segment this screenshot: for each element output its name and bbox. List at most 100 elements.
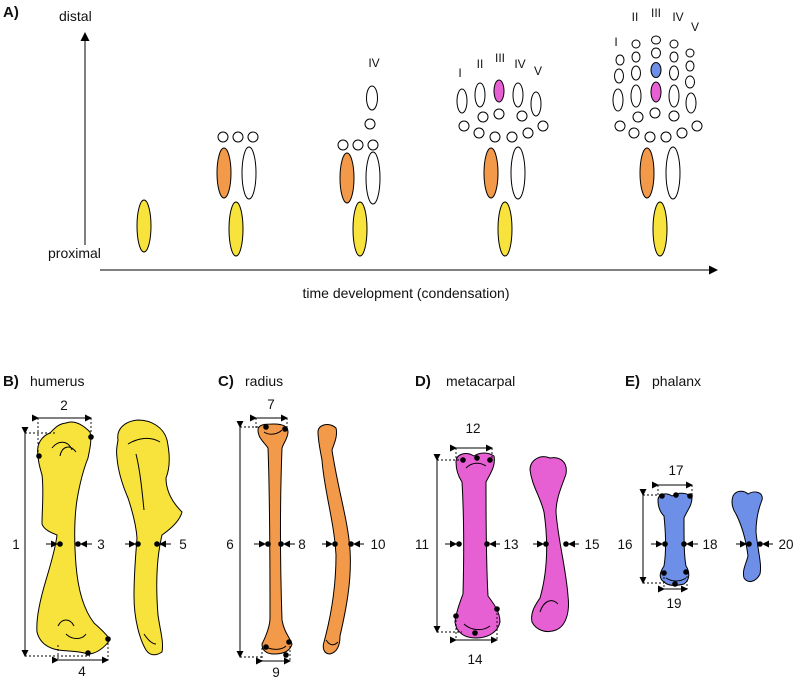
digit-ii-condensation — [474, 82, 486, 108]
panel-e-tag: E) — [625, 373, 640, 390]
panel-e: E) phalanx 16 17 18 20 19 — [617, 373, 793, 611]
measure-label-10: 10 — [370, 537, 385, 552]
phalanx-front-detail — [665, 577, 687, 582]
measure-label-8: 8 — [298, 537, 306, 552]
radius-condensation — [639, 147, 655, 199]
landmark-point — [687, 493, 693, 499]
humerus-condensation — [352, 201, 368, 257]
carpal-condensation — [644, 131, 656, 143]
panel-b: B) humerus 1 2 3 5 4 — [3, 373, 187, 679]
radius-condensation — [216, 147, 232, 199]
landmark-point — [332, 541, 338, 547]
digit-label: V — [534, 64, 542, 78]
landmark-point — [265, 541, 271, 547]
carpal-condensation — [367, 139, 379, 151]
measure-label-5: 5 — [179, 537, 187, 552]
measure-label-19: 19 — [666, 596, 681, 611]
landmark-point — [683, 569, 689, 575]
time-axis-label: time development (condensation) — [302, 285, 509, 301]
panel-b-title: humerus — [30, 373, 84, 389]
panel-d: D) metacarpal 11 12 13 15 14 — [415, 373, 600, 667]
carpal-condensation — [660, 131, 672, 143]
panel-a: A) distal proximal time development (con… — [3, 4, 718, 301]
digit-i-metacarpal — [612, 88, 624, 112]
digit-ii-phalanx — [631, 65, 641, 81]
landmark-point — [283, 652, 289, 658]
digit-label: III — [495, 51, 505, 65]
panel-e-title: phalanx — [652, 373, 701, 389]
landmark-point — [154, 541, 160, 547]
digit-label: V — [691, 20, 699, 34]
carpal-condensation — [628, 127, 640, 139]
humerus-side-detail — [127, 437, 161, 645]
carpal-condensation — [458, 120, 470, 132]
measure-label-1: 1 — [12, 537, 20, 552]
digit-v-phalanx — [685, 75, 695, 89]
measure-label-15: 15 — [584, 537, 599, 552]
proximal-label: proximal — [48, 245, 101, 261]
measure-label-9: 9 — [272, 665, 280, 679]
distal-label: distal — [59, 8, 92, 24]
stage-4: I II III IV V — [456, 51, 549, 257]
landmark-point — [673, 492, 679, 498]
radius-condensation — [483, 147, 499, 199]
digit-ii-metacarpal — [630, 84, 642, 108]
landmark-point — [348, 541, 354, 547]
landmark-point — [282, 426, 288, 432]
ulna-condensation — [365, 151, 381, 205]
digit-iii-phalanx — [651, 35, 661, 45]
carpal-condensation — [691, 120, 703, 132]
stage-2 — [216, 131, 259, 257]
digit-label: IV — [514, 57, 525, 71]
landmark-point — [472, 630, 478, 636]
carpal-condensation — [506, 131, 518, 143]
measure-label-12: 12 — [465, 421, 480, 436]
ulna-condensation — [510, 146, 526, 200]
radius-front-view — [257, 423, 293, 655]
stage-1 — [136, 199, 152, 253]
digit-v-phalanx — [685, 48, 695, 58]
carpal-condensation — [489, 131, 501, 143]
carpal-condensation — [232, 131, 244, 143]
measure-label-3: 3 — [97, 537, 105, 552]
digit-iv-condensation — [512, 82, 524, 108]
ulna-condensation — [241, 146, 257, 200]
digit-iv-phalanx — [669, 39, 679, 49]
carpal-condensation — [477, 111, 489, 123]
landmark-point — [659, 493, 665, 499]
digit-label: IV — [672, 10, 683, 24]
digit-v-metacarpal — [685, 92, 697, 114]
landmark-point — [563, 541, 569, 547]
landmark-point — [487, 457, 493, 463]
humerus-condensation — [136, 199, 152, 253]
digit-i-phalanx — [615, 54, 625, 66]
carpal-condensation — [247, 131, 259, 143]
digit-ii-phalanx — [631, 51, 641, 63]
metacarpal-side-detail — [539, 600, 559, 613]
landmark-point — [135, 541, 141, 547]
landmark-point — [286, 639, 292, 645]
landmark-point — [263, 644, 269, 650]
landmark-point — [474, 455, 480, 461]
digit-v-phalanx — [685, 60, 695, 72]
stage-5: I II III IV V — [612, 6, 703, 257]
humerus-condensation — [652, 201, 668, 257]
digit-iii-phalanx — [651, 47, 661, 59]
humerus-condensation — [497, 201, 513, 257]
measure-label-7: 7 — [267, 397, 275, 412]
metacarpal-side-view — [529, 456, 569, 633]
landmark-point — [746, 541, 752, 547]
carpal-condensation — [364, 118, 376, 130]
digit-iv-condensation — [366, 85, 378, 111]
carpal-condensation — [493, 108, 505, 120]
radius-side-detail — [325, 639, 339, 646]
digit-iii-metacarpal — [650, 81, 662, 103]
carpal-condensation — [614, 120, 626, 132]
carpal-condensation — [473, 127, 485, 139]
digit-label: II — [477, 57, 484, 71]
carpal-condensation — [668, 110, 680, 122]
digit-iv-phalanx — [669, 51, 679, 63]
measure-label-17: 17 — [668, 463, 683, 478]
carpal-condensation — [649, 107, 661, 119]
